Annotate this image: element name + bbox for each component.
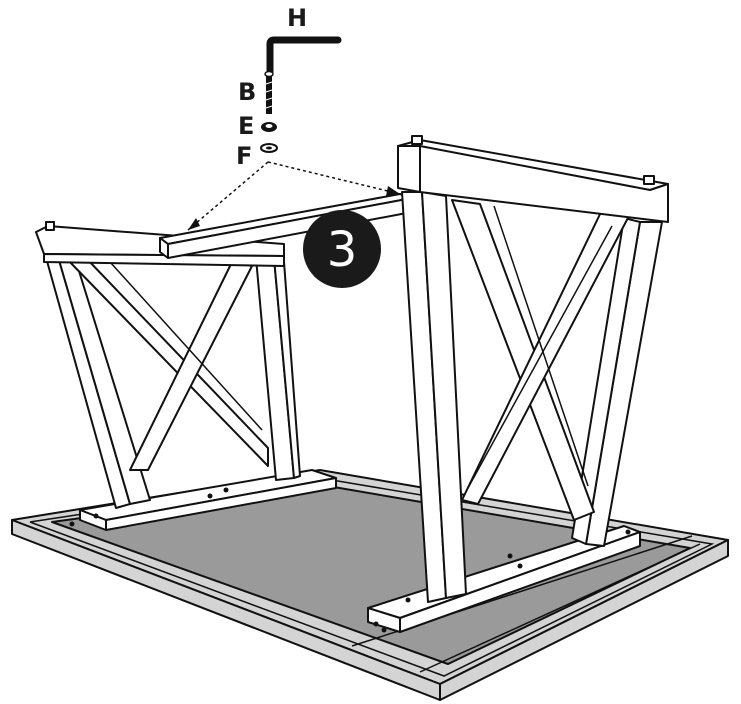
right-far-post-face xyxy=(571,217,641,545)
left-top-rail-front xyxy=(43,253,285,267)
bolt-icon xyxy=(264,70,274,114)
screw-hole-icon xyxy=(373,621,379,627)
screw-hole-icon xyxy=(405,597,411,603)
part-label-f: F xyxy=(236,142,252,170)
tabletop-frame-right-edge xyxy=(439,539,729,701)
arrow-head-icon xyxy=(188,218,200,230)
screw-hole-icon xyxy=(223,487,229,493)
lock-washer-icon xyxy=(261,122,277,132)
left-foot-cleat-front xyxy=(105,477,337,531)
screw-hole-icon xyxy=(507,553,513,559)
guide-arrows xyxy=(187,161,401,231)
tabletop xyxy=(11,469,729,701)
screw-hole-icon xyxy=(69,521,75,527)
part-label-h: H xyxy=(287,4,307,32)
stretcher-beam-end xyxy=(159,237,169,259)
screw-hole-icon xyxy=(93,513,99,519)
peg-icon xyxy=(45,221,55,231)
peg-icon xyxy=(643,175,655,185)
brace-detail-line xyxy=(467,225,613,489)
part-label-e: E xyxy=(238,112,254,140)
right-x-brace xyxy=(451,199,595,521)
peg-icon xyxy=(411,135,423,145)
hardware-stack: H B E F xyxy=(236,4,342,170)
screw-hole-icon xyxy=(517,563,523,569)
left-leg-assembly xyxy=(35,221,337,531)
allen-key-icon xyxy=(266,36,342,76)
step-number: 3 xyxy=(327,222,358,278)
screw-hole-icon xyxy=(381,627,387,633)
brace-detail-line xyxy=(109,261,263,431)
step-badge: 3 xyxy=(303,210,381,288)
right-foot-cleat-side xyxy=(367,607,401,633)
guide-line-right xyxy=(267,161,401,195)
tabletop-rail-line xyxy=(419,543,701,673)
left-x-brace xyxy=(129,261,253,471)
brace-detail-line xyxy=(493,205,589,487)
right-top-rail-end xyxy=(397,145,421,193)
screw-hole-icon xyxy=(625,529,631,535)
flat-washer-icon xyxy=(260,143,278,153)
part-label-b: B xyxy=(238,78,256,106)
right-leg-assembly xyxy=(367,135,669,633)
arrow-head-icon xyxy=(386,186,400,196)
screw-hole-icon xyxy=(207,493,213,499)
